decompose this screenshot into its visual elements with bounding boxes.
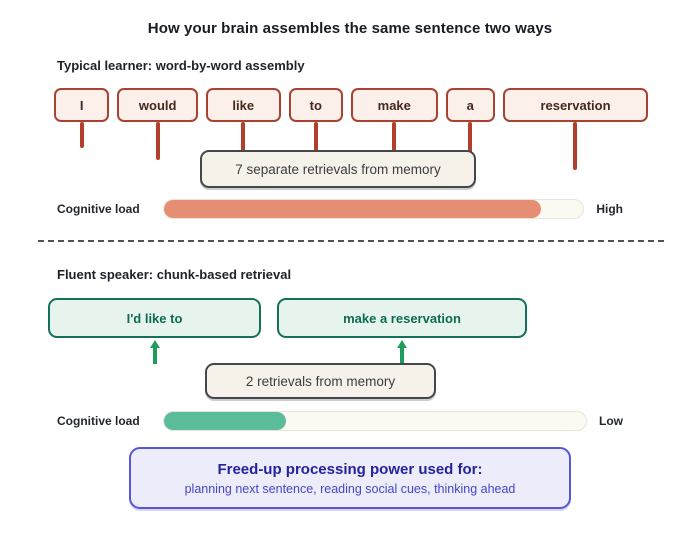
word-box: a (445, 88, 495, 122)
retrieval-line-icon (573, 122, 578, 170)
cognitive-load-bar-high (163, 199, 585, 219)
cognitive-load-value-high: High (596, 202, 623, 216)
word-box: like (206, 88, 281, 122)
chunk-box: I'd like to (48, 298, 261, 338)
diagram-title: How your brain assembles the same senten… (147, 20, 553, 37)
cognitive-load-label: Cognitive load (57, 414, 140, 428)
retrieval-line-icon (241, 122, 246, 164)
section2-heading: Fluent speaker: chunk-based retrieval (57, 267, 292, 282)
dashed-divider (38, 240, 664, 242)
retrieval-line-icon (392, 122, 397, 154)
chunk-box: make a reservation (277, 298, 527, 338)
up-arrow-icon (149, 340, 160, 364)
word-column: would (117, 88, 198, 170)
cognitive-load-label: Cognitive load (57, 202, 140, 216)
word-box: reservation (502, 88, 649, 122)
cognitive-load-fill-high (164, 200, 542, 218)
word-column: like (206, 88, 281, 170)
freed-power-box: Freed-up processing power used for: plan… (129, 447, 571, 509)
cognitive-load-row-1: Cognitive load High (57, 198, 623, 220)
memory-retrievals-box-2: 2 retrievals from memory (205, 363, 436, 399)
retrieval-line-icon (79, 122, 84, 148)
chunk-column: make a reservation (277, 298, 527, 364)
retrieval-line-icon (155, 122, 160, 160)
memory-retrievals-box-1: 7 separate retrievals from memory (200, 150, 476, 188)
word-column: a (445, 88, 495, 170)
word-column: I (54, 88, 110, 170)
freed-power-heading: Freed-up processing power used for: (217, 460, 483, 478)
word-box: I (54, 88, 110, 122)
cognitive-load-value-low: Low (599, 414, 623, 428)
section1-heading: Typical learner: word-by-word assembly (57, 58, 305, 73)
word-column: to (288, 88, 343, 170)
retrieval-line-icon (468, 122, 473, 164)
freed-power-detail: planning next sentence, reading social c… (184, 481, 516, 496)
up-arrow-icon (397, 340, 407, 364)
word-box: make (350, 88, 438, 122)
chunk-column: I'd like to (48, 298, 261, 364)
cognitive-load-row-2: Cognitive load Low (57, 410, 623, 432)
cognitive-load-fill-low (164, 412, 287, 430)
word-column: make (350, 88, 438, 170)
cognitive-load-bar-low (163, 411, 587, 431)
word-box: would (117, 88, 198, 122)
word-box: to (288, 88, 343, 122)
word-boxes-row: I would like to make a reservation (54, 88, 649, 170)
retrieval-line-icon (313, 122, 318, 162)
word-column: reservation (502, 88, 649, 170)
